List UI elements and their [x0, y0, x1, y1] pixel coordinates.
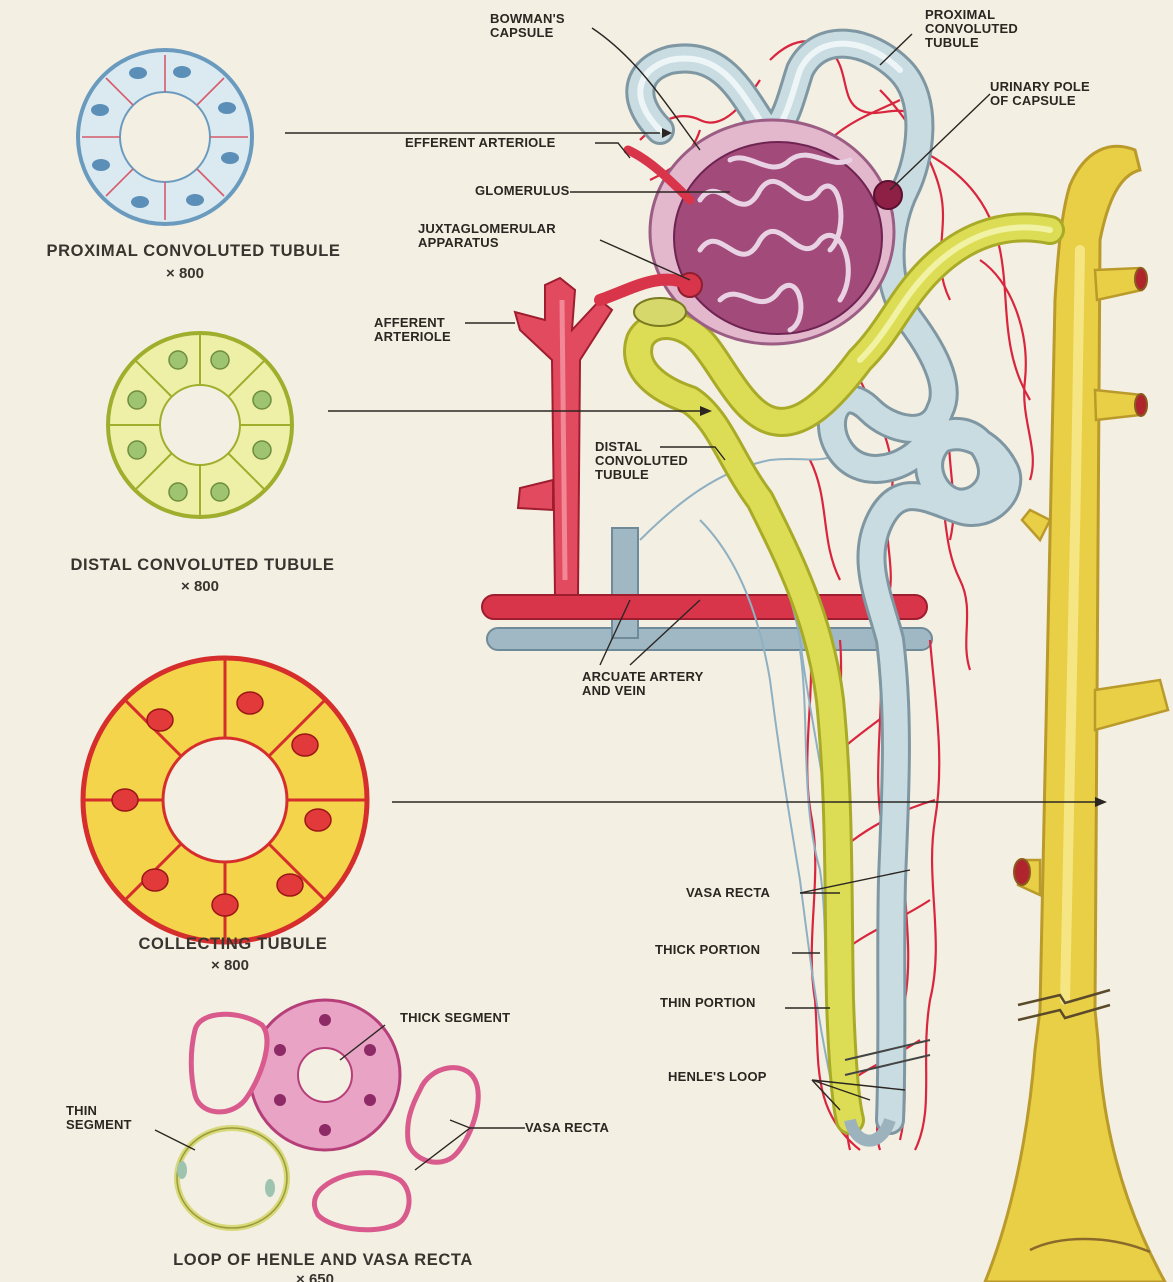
- label-bowmans-capsule: BOWMAN'S CAPSULE: [490, 12, 565, 40]
- label-thick-segment: THICK SEGMENT: [400, 1011, 510, 1025]
- henle-cross-section: [177, 1000, 478, 1230]
- label-distal-convoluted-tubule: DISTAL CONVOLUTED TUBULE: [595, 440, 688, 482]
- label-proximal-convoluted-tubule: PROXIMAL CONVOLUTED TUBULE: [925, 8, 1018, 50]
- distal-magnification: × 800: [160, 578, 240, 595]
- distal-cross-section: [108, 333, 292, 517]
- label-juxtaglomerular-apparatus: JUXTAGLOMERULAR APPARATUS: [418, 222, 556, 250]
- collecting-duct: [985, 146, 1168, 1282]
- collecting-magnification: × 800: [190, 957, 270, 974]
- label-urinary-pole: URINARY POLE OF CAPSULE: [990, 80, 1090, 108]
- distal-title: DISTAL CONVOLUTED TUBULE: [30, 556, 375, 575]
- label-arcuate-artery-vein: ARCUATE ARTERY AND VEIN: [582, 670, 703, 698]
- label-vasa-recta-section: VASA RECTA: [525, 1121, 609, 1135]
- collecting-cross-section: [83, 658, 367, 942]
- henle-title: LOOP OF HENLE AND VASA RECTA: [128, 1251, 518, 1270]
- label-efferent-arteriole: EFFERENT ARTERIOLE: [405, 136, 555, 150]
- label-vasa-recta: VASA RECTA: [686, 886, 770, 900]
- label-thick-portion: THICK PORTION: [655, 943, 760, 957]
- label-afferent-arteriole: AFFERENT ARTERIOLE: [374, 316, 451, 344]
- proximal-cross-section: [78, 50, 252, 224]
- henle-magnification: × 650: [275, 1271, 355, 1282]
- label-thin-segment: THIN SEGMENT: [66, 1104, 132, 1132]
- label-glomerulus: GLOMERULUS: [475, 184, 569, 198]
- glomerulus-capsule: [600, 120, 902, 344]
- proximal-magnification: × 800: [145, 265, 225, 282]
- label-thin-portion: THIN PORTION: [660, 996, 756, 1010]
- collecting-title: COLLECTING TUBULE: [108, 935, 358, 954]
- proximal-title: PROXIMAL CONVOLUTED TUBULE: [6, 242, 381, 261]
- label-henles-loop: HENLE'S LOOP: [668, 1070, 767, 1084]
